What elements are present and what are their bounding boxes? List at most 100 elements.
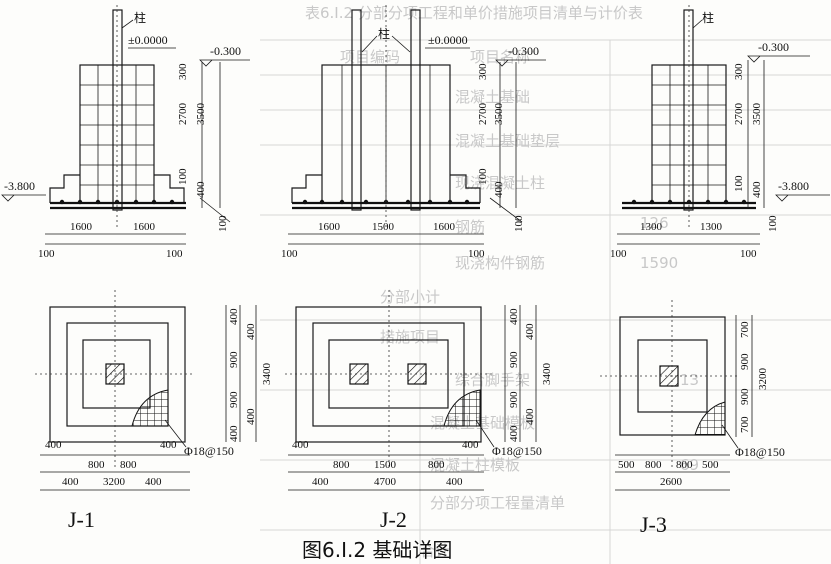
j1-sec-h: 300 bbox=[177, 63, 189, 80]
j3-sec-side: 100 bbox=[610, 248, 627, 260]
j2-plan-v: 900 bbox=[508, 351, 520, 368]
j1-plan-v: 400 bbox=[245, 323, 257, 340]
j2-plan-w1: 400 bbox=[292, 439, 309, 451]
j2-sec-side: 100 bbox=[281, 248, 298, 260]
j3-section: 柱 -0.300 -3.800 300 2700 100 3500 400 10… bbox=[610, 5, 830, 260]
j2-sec-bot: 100 bbox=[513, 215, 525, 232]
j2-sec-h: 100 bbox=[477, 168, 489, 185]
j2-title: J-2 bbox=[380, 507, 407, 532]
j1-elev-bottom: -3.800 bbox=[4, 179, 35, 193]
j1-sec-side: 100 bbox=[166, 248, 183, 260]
j3-plan-w1: 500 bbox=[702, 459, 719, 471]
j3-plan-vt: 3200 bbox=[757, 368, 769, 391]
j3-sec-bot: 100 bbox=[767, 215, 779, 232]
j1-title: J-1 bbox=[68, 507, 95, 532]
j2-plan-v: 400 bbox=[508, 308, 520, 325]
j3-sec-side: 100 bbox=[740, 248, 757, 260]
j3-plan-w2: 2600 bbox=[660, 476, 683, 488]
ghost-number: 69 bbox=[680, 456, 699, 474]
j2-elev-top: ±0.0000 bbox=[428, 33, 468, 47]
ghost-number: 13 bbox=[680, 371, 699, 389]
j2-plan-v: 900 bbox=[508, 391, 520, 408]
j3-plan-w1: 500 bbox=[618, 459, 635, 471]
j2-plan-w2: 400 bbox=[312, 476, 329, 488]
j1-sec-total2: 400 bbox=[195, 181, 207, 198]
j1-plan-v: 400 bbox=[228, 308, 240, 325]
j2-sec-w: 1600 bbox=[318, 221, 341, 233]
j2-sec-h: 2700 bbox=[477, 103, 489, 126]
j2-plan-w1: 800 bbox=[333, 459, 350, 471]
j1-sec-w: 1600 bbox=[70, 221, 93, 233]
j1-plan-w1: 400 bbox=[45, 439, 62, 451]
j2-plan-v: 400 bbox=[524, 408, 536, 425]
ghost-row: 项目编码 bbox=[340, 48, 400, 66]
ghost-row: 项目名称 bbox=[470, 48, 530, 66]
j1-sec-side: 100 bbox=[38, 248, 55, 260]
j3-sec-h: 2700 bbox=[733, 103, 745, 126]
ghost-row: 混凝土柱模板 bbox=[430, 456, 520, 474]
ghost-row: 措施项目 bbox=[380, 328, 440, 346]
j1-sec-h: 2700 bbox=[177, 103, 189, 126]
ghost-row: 综合脚手架 bbox=[455, 371, 530, 389]
j2-elev-ground: -0.300 bbox=[508, 44, 539, 58]
j2-sec-h: 300 bbox=[477, 63, 489, 80]
j1-sec-w: 1600 bbox=[133, 221, 156, 233]
j1-elev-ground: -0.300 bbox=[210, 44, 241, 58]
j2-sec-total2: 400 bbox=[493, 181, 505, 198]
j1-section: 柱 ±0.0000 -0.300 -3.800 300 2700 100 350… bbox=[1, 5, 250, 260]
ghost-row: 分部分项工程量清单 bbox=[430, 494, 565, 512]
ghost-number: 1590 bbox=[640, 254, 678, 272]
j3-plan-v: 700 bbox=[739, 321, 751, 338]
j1-plan-w1: 800 bbox=[120, 459, 137, 471]
j2-rebar: Φ18@150 bbox=[492, 444, 542, 458]
j1-plan-w1: 400 bbox=[160, 439, 177, 451]
j1-plan-w1: 800 bbox=[88, 459, 105, 471]
j1-sec-h: 100 bbox=[177, 168, 189, 185]
j1-plan-vt: 3400 bbox=[261, 363, 273, 386]
j1-plan-w2: 400 bbox=[62, 476, 79, 488]
j3-sec-h: 100 bbox=[733, 175, 745, 192]
ghost-number: 126 bbox=[640, 214, 669, 232]
j3-plan-w1: 800 bbox=[645, 459, 662, 471]
j2-sec-w: 1600 bbox=[433, 221, 456, 233]
j3-elev-bottom: -3.800 bbox=[778, 179, 809, 193]
j3-sec-w: 1300 bbox=[700, 221, 723, 233]
j3-plan: 700 900 900 700 3200 Φ18@150 500 800 800… bbox=[600, 300, 785, 537]
j1-plan: 400 400 900 900 400 400 3400 Φ18@150 400… bbox=[35, 290, 273, 532]
j1-sec-bot: 100 bbox=[217, 215, 229, 232]
j2-sec-side: 100 bbox=[468, 248, 485, 260]
j3-plan-w1: 800 bbox=[676, 459, 693, 471]
j3-title: J-3 bbox=[640, 512, 667, 537]
j3-plan-v: 900 bbox=[739, 388, 751, 405]
j2-plan: 400 400 900 900 400 400 3400 Φ18@150 400… bbox=[285, 290, 553, 532]
j2-column-label: 柱 bbox=[378, 26, 390, 41]
j1-plan-v: 900 bbox=[228, 351, 240, 368]
j1-sec-total: 3500 bbox=[195, 103, 207, 126]
j1-plan-v: 900 bbox=[228, 391, 240, 408]
j3-sec-total: 3500 bbox=[751, 103, 763, 126]
j3-sec-w: 1300 bbox=[640, 221, 663, 233]
ghost-table: 表6.I.2 分部分项工程和单价措施项目清单与计价表 项目编码 项目名称 混凝土… bbox=[260, 4, 831, 564]
j3-sec-total2: 400 bbox=[751, 181, 763, 198]
ghost-row: 分部小计 bbox=[380, 288, 440, 306]
figure-caption: 图6.I.2 基础详图 bbox=[302, 538, 452, 562]
j1-plan-v: 400 bbox=[228, 425, 240, 442]
j1-plan-v: 400 bbox=[245, 408, 257, 425]
ghost-row: 现浇构件钢筋 bbox=[455, 254, 545, 272]
j2-plan-w2: 400 bbox=[446, 476, 463, 488]
j1-plan-w2: 400 bbox=[145, 476, 162, 488]
j2-section: 柱 ±0.0000 -0.300 300 2700 100 3500 400 1… bbox=[281, 5, 546, 260]
ghost-row: 合计 bbox=[420, 542, 450, 560]
ghost-row: 混凝土基础垫层 bbox=[455, 132, 560, 150]
ghost-row: 混凝土基础 bbox=[455, 88, 530, 106]
j1-plan-w2: 3200 bbox=[103, 476, 126, 488]
j3-sec-h: 300 bbox=[733, 63, 745, 80]
j2-plan-w1: 400 bbox=[462, 439, 479, 451]
j3-plan-v: 900 bbox=[739, 353, 751, 370]
j2-plan-w1: 800 bbox=[428, 459, 445, 471]
j2-plan-vt: 3400 bbox=[541, 363, 553, 386]
j2-sec-w: 1500 bbox=[372, 221, 395, 233]
j1-column-label: 柱 bbox=[134, 10, 146, 25]
j3-elev-ground: -0.300 bbox=[758, 40, 789, 54]
